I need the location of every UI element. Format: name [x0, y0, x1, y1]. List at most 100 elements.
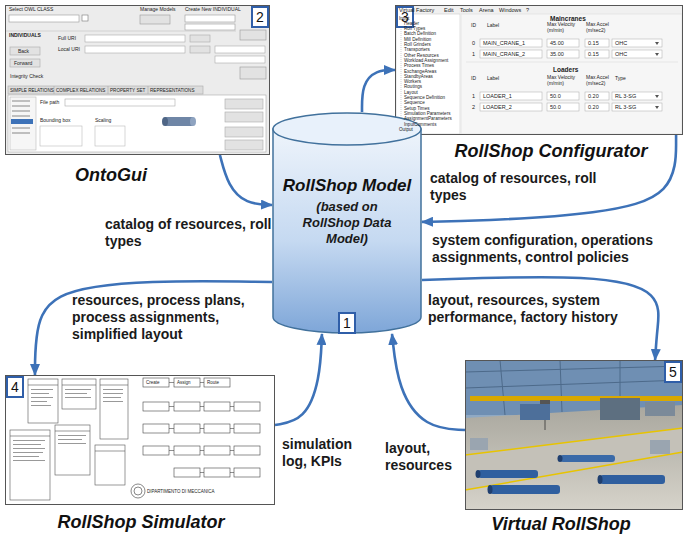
ontogui-screenshot [12, 110, 30, 111]
roof-beam [465, 366, 683, 372]
table-rows [65, 389, 91, 390]
virtual-factory-render [465, 360, 683, 415]
roll [600, 475, 665, 484]
screen-text: Sequence Definition [404, 95, 445, 100]
input-field [612, 39, 662, 47]
ontogui-screenshot [6, 31, 236, 32]
roll [488, 485, 493, 494]
screen-text: Batch Definition [404, 31, 436, 36]
screenshot-frame: 4RollShop Simulator [5, 375, 275, 505]
ontogui-screenshot [165, 117, 193, 126]
table-rows [13, 389, 123, 461]
ontogui-screenshot [140, 15, 170, 24]
screen-text: Forward [14, 61, 32, 67]
screen-text: Setup Times [404, 106, 430, 111]
screen-text: ExchangeAreas [404, 69, 436, 74]
screen-text: OHC [615, 40, 627, 46]
screen-text: Bounding box [40, 118, 71, 124]
screen-text: Mill Definition [404, 37, 431, 42]
store-subtitle: (based on RollShop Data Model) [289, 199, 405, 247]
ontogui-screenshot [148, 86, 149, 94]
tool-caption: Virtual RollShop [461, 513, 661, 535]
screen-text: ID [471, 76, 476, 82]
flow-wire [169, 382, 174, 383]
screen-text: Workers [404, 79, 421, 84]
model-table [55, 431, 90, 432]
configurator-screenshot [401, 21, 402, 127]
table-rows [13, 440, 45, 441]
ontogui-screenshot [190, 35, 210, 42]
screen-text: MAIN_CRANE_1 [483, 40, 525, 46]
flow-wire [169, 450, 174, 451]
ontogui-screenshot [185, 15, 235, 22]
flow-wire [230, 406, 234, 407]
input-field [655, 106, 659, 109]
university-logo [131, 484, 145, 498]
flow-wire [230, 428, 234, 429]
ontogui-screenshot [225, 112, 263, 122]
ontogui-screenshot [8, 86, 203, 94]
screen-text: Tools [460, 7, 473, 13]
flow-label: layout, resources [385, 440, 463, 474]
ontogui-screenshot [12, 100, 30, 101]
screen-text: Header [404, 21, 419, 26]
ontogui-screenshot [225, 140, 263, 150]
screen-text: Max Velocity (m/min) [547, 75, 580, 87]
flow-block [204, 468, 230, 477]
roof-beam [465, 380, 683, 388]
simulator-screenshot [5, 375, 275, 505]
flow-wire [200, 472, 204, 473]
configurator-screenshot [395, 5, 683, 135]
ontogui-screenshot [108, 86, 109, 94]
table-rows [31, 401, 47, 402]
screen-text: 2 [472, 104, 475, 110]
flow-arrow [220, 155, 272, 205]
roll [558, 455, 563, 462]
input-field [612, 92, 662, 100]
flow-wire [200, 382, 204, 383]
screen-text: Create [146, 380, 160, 385]
screen-text: 0.15 [588, 51, 599, 57]
screen-text: Routings [404, 84, 422, 89]
screen-text: 1 [472, 51, 475, 57]
input-field [547, 103, 579, 111]
table-rows [103, 389, 123, 390]
table-rows [65, 397, 91, 398]
flow-block [204, 424, 230, 433]
flow-arrow [392, 334, 465, 430]
screen-text: Windows [499, 7, 521, 13]
screen-text: Local URI [58, 47, 80, 53]
tool-caption: OntoGui [46, 164, 176, 186]
screen-text: INDIVIDUALS [9, 33, 41, 39]
screen-text: Create New INDIVIDUAL [185, 7, 241, 13]
ontogui-screenshot [11, 119, 33, 124]
screen-text: DIPARTIMENTO DI MECCANICA [147, 489, 215, 494]
model-table [10, 379, 128, 500]
screen-text: 45.00 [550, 40, 564, 46]
model-table [100, 385, 128, 386]
callout-number: 1 [338, 312, 356, 334]
roll [598, 475, 603, 484]
virtual-factory-render [520, 404, 550, 420]
ontogui-screenshot [12, 132, 30, 133]
screen-text: Route [207, 380, 219, 385]
flow-wire [200, 450, 204, 451]
screen-text: Roll Grinders [404, 42, 431, 47]
ontogui-screenshot [215, 56, 265, 63]
input-field [547, 50, 579, 58]
ontogui-screenshot [8, 95, 266, 152]
table-rows [13, 460, 45, 461]
ontogui-screenshot [162, 117, 168, 126]
model-table [95, 451, 125, 452]
input-field [585, 39, 609, 47]
table-rows [58, 439, 82, 440]
flow-block [143, 378, 169, 387]
university-logo [131, 484, 145, 498]
screen-text: Simulation Parameters [404, 111, 450, 116]
model-table [100, 379, 128, 439]
flow-wire [230, 472, 234, 473]
flow-block [143, 402, 169, 411]
table-rows [58, 443, 86, 444]
